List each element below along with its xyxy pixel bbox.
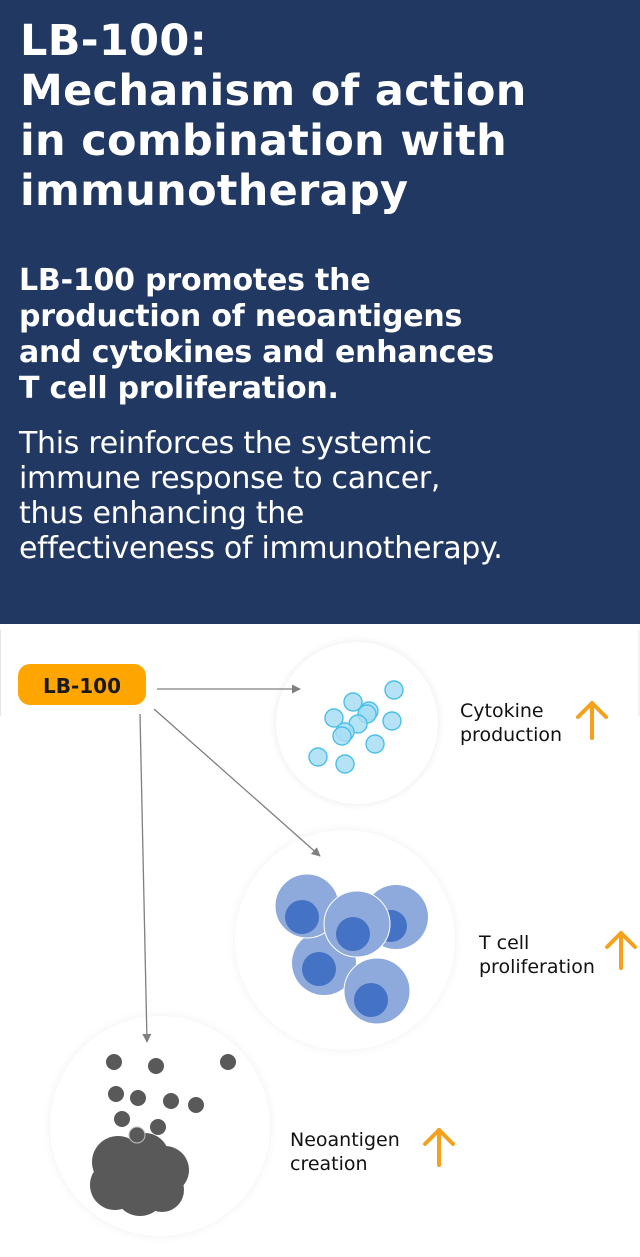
title-line: in combination with [20,116,508,166]
description-line: thus enhancing the [19,496,305,531]
connector-arrow-tcell [153,708,321,857]
title-line: immunotherapy [20,166,409,216]
description-line: immune response to cancer, [19,461,441,496]
tcell-nucleus [354,983,388,1017]
badge-label: LB-100 [43,674,121,698]
description: This reinforces the systemic immune resp… [19,426,629,566]
tcell [343,957,411,1025]
effect-tcell: T cell proliferation [478,931,637,978]
subtitle-line: LB-100 promotes the [19,263,371,298]
neoantigen-particle [130,1090,146,1106]
effect-label-line: Cytokine [460,700,544,722]
neoantigen-particles [106,1054,236,1135]
neoantigen-particle [150,1119,166,1135]
neoantigen-particle [188,1097,204,1113]
neoantigen-particle [148,1058,164,1074]
subtitle-line: production of neoantigens [19,299,463,334]
tcell-nucleus [285,900,319,934]
tcell-nucleus [336,917,370,951]
arrow-up-icon [605,931,637,970]
subtitle-line: and cytokines and enhances [19,335,495,370]
cytokine-particle [365,734,385,754]
effect-label-line: creation [290,1153,368,1175]
cytokine-particle [332,726,352,746]
title-line: LB-100: [20,16,208,66]
description-line: effectiveness of immunotherapy. [19,531,503,566]
page-title: LB-100: Mechanism of action in combinati… [20,16,630,216]
neoantigen-particle [106,1054,122,1070]
effect-label-line: T cell [478,932,529,954]
tcell-cluster [274,873,428,1025]
neoantigen-particle-released [128,1126,146,1144]
header-panel: LB-100: Mechanism of action in combinati… [0,0,640,624]
neoantigen-particle [108,1086,124,1102]
cytokine-particles [308,680,404,774]
cytokine-particle [382,711,402,731]
effect-label-line: production [460,724,562,746]
badge-background [18,664,146,705]
effect-label-line: proliferation [479,956,595,978]
tcell-nucleus [302,952,336,986]
neoantigen-particle [220,1054,236,1070]
description-line: This reinforces the systemic [19,426,432,461]
cytokine-particle [343,692,363,712]
arrow-up-icon [576,701,608,740]
cytokine-particle [324,708,344,728]
subtitle-line: T cell proliferation. [19,371,339,406]
effect-neoantigen: Neoantigen creation [290,1128,455,1175]
mechanism-diagram: LB-100 [0,624,640,1253]
effect-cytokine: Cytokine production [460,700,608,746]
neoantigen-particle [163,1093,179,1109]
cytokine-particle [335,754,355,774]
connector-arrow-neoantigen [139,713,152,1043]
diagram-svg: LB-100 [0,630,640,1246]
subtitle: LB-100 promotes the production of neoant… [19,263,619,407]
neoantigen-particle [114,1111,130,1127]
cytokine-particle [308,747,328,767]
tumor-cell [90,1133,189,1216]
tumor-lobe [112,1142,168,1198]
cytokine-particle [384,680,404,700]
title-line: Mechanism of action [20,66,527,116]
arrow-up-icon [423,1128,455,1167]
lb100-badge: LB-100 [18,664,146,705]
tcell [323,890,391,958]
effect-label-line: Neoantigen [290,1129,400,1151]
